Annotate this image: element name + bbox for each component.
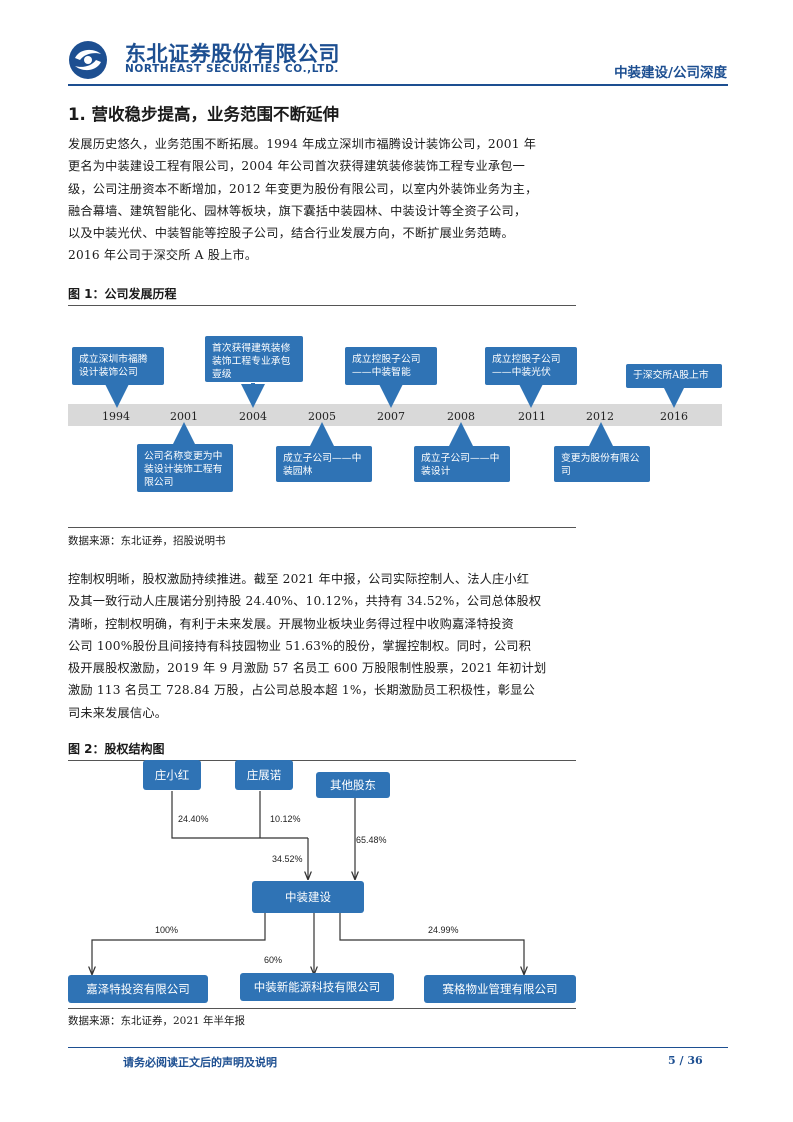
section-title: 1. 营收稳步提高，业务范围不断延伸	[68, 105, 339, 124]
subsidiary-jiazete: 嘉泽特投资有限公司	[68, 975, 208, 1003]
pct-new-energy: 60%	[264, 955, 283, 965]
figure2-source: 数据来源：东北证券，2021 年半年报	[68, 1015, 246, 1027]
paragraph-line: 发展历史悠久，业务范围不断拓展。1994 年成立深圳市福腾设计装饰公司，2001…	[68, 137, 537, 151]
pct-combined: 34.52%	[272, 854, 303, 864]
shareholder-zhuang-xiaohong: 庄小红	[143, 760, 201, 790]
timeline-event-2007: 成立控股子公司——中装智能	[345, 347, 437, 385]
footer-divider	[68, 1047, 728, 1048]
paragraph-line: 以及中装光伏、中装智能等控股子公司，结合行业发展方向，不断扩展业务范畴。	[68, 226, 514, 241]
timeline-event-2008: 成立子公司——中装设计	[414, 446, 510, 482]
timeline-year: 2011	[518, 410, 546, 423]
timeline-event-2005: 成立子公司——中装园林	[276, 446, 372, 482]
paragraph-line: 极开展股权激励，2019 年 9 月激励 57 名员工 600 万股限制性股票，…	[68, 661, 547, 676]
timeline-year: 2007	[377, 410, 405, 423]
pct-zhuang-xiaohong: 24.40%	[178, 814, 209, 824]
paragraph-line: 激励 113 名员工 728.84 万股，占公司总股本超 1%，长期激励员工积极…	[68, 683, 536, 698]
subsidiary-new-energy: 中装新能源科技有限公司	[240, 973, 394, 1001]
company-zhongzhuang: 中装建设	[252, 881, 364, 913]
paragraph-line: 司未来发展信心。	[68, 705, 168, 720]
company-name-cn: 东北证券股份有限公司	[125, 42, 340, 66]
timeline-event-2004: 首次获得建筑装修装饰工程专业承包壹级	[205, 336, 303, 382]
timeline-year: 1994	[102, 410, 130, 423]
pct-saige: 24.99%	[428, 925, 459, 935]
pct-others: 65.48%	[356, 835, 387, 845]
figure1-source: 数据来源：东北证券，招股说明书	[68, 535, 226, 547]
paragraph-ownership: 控制权明晰，股权激励持续推进。截至 2021 年中报，公司实际控制人、法人庄小红…	[68, 568, 576, 724]
subsidiary-saige: 赛格物业管理有限公司	[424, 975, 576, 1003]
page-number: 5 / 36	[668, 1054, 703, 1067]
pct-zhuang-zhannuo: 10.12%	[270, 814, 301, 824]
figure2-title: 图 2：股权结构图	[68, 742, 165, 756]
figure2-top-rule	[68, 760, 576, 761]
company-logo	[69, 41, 107, 79]
figure1-top-rule	[68, 305, 576, 306]
timeline-event-2012: 变更为股份有限公司	[554, 446, 650, 482]
paragraph-line: 清晰，控制权明确，有利于未来发展。开展物业板块业务得过程中收购嘉泽特投资	[68, 616, 514, 631]
figure2-bottom-rule	[68, 1008, 576, 1009]
figure1-bottom-rule	[68, 527, 576, 528]
timeline-year: 2001	[170, 410, 198, 423]
timeline-year: 2016	[660, 410, 688, 423]
paragraph-line: 控制权明晰，股权激励持续推进。截至 2021 年中报，公司实际控制人、法人庄小红	[68, 572, 530, 586]
header-divider	[68, 84, 728, 86]
timeline-year: 2008	[447, 410, 475, 423]
footer-disclaimer: 请务必阅读正文后的声明及说明	[123, 1056, 277, 1069]
pct-jiazete: 100%	[155, 925, 179, 935]
paragraph-line: 级，公司注册资本不断增加，2012 年变更为股份有限公司，以室内外装饰业务为主，	[68, 181, 538, 196]
paragraph-line: 公司 100%股份且间接持有科技园物业 51.63%的股份，掌握控制权。同时，公…	[68, 638, 532, 653]
timeline-year: 2005	[308, 410, 336, 423]
timeline-event-2011: 成立控股子公司——中装光伏	[485, 347, 577, 385]
paragraph-line: 更名为中装建设工程有限公司，2004 年公司首次获得建筑装修装饰工程专业承包一	[68, 159, 526, 174]
paragraph-history: 发展历史悠久，业务范围不断拓展。1994 年成立深圳市福腾设计装饰公司，2001…	[68, 133, 576, 267]
timeline-year: 2004	[239, 410, 267, 423]
report-tag: 中装建设/公司深度	[614, 65, 727, 81]
paragraph-line: 融合幕墙、建筑智能化、园林等板块，旗下囊括中装园林、中装设计等全资子公司，	[68, 203, 527, 218]
paragraph-line: 及其一致行动人庄展诺分别持股 24.40%、10.12%，共持有 34.52%，…	[68, 594, 542, 609]
company-name-en: NORTHEAST SECURITIES CO.,LTD.	[125, 63, 339, 75]
timeline-bar	[68, 404, 722, 426]
shareholder-others: 其他股东	[316, 772, 390, 798]
timeline-year: 2012	[586, 410, 614, 423]
timeline-event-1994: 成立深圳市福腾设计装饰公司	[72, 347, 164, 385]
shareholder-zhuang-zhannuo: 庄展诺	[235, 760, 293, 790]
paragraph-line: 2016 年公司于深交所 A 股上市。	[68, 248, 258, 263]
timeline-event-2001: 公司名称变更为中装设计装饰工程有限公司	[137, 444, 233, 492]
figure1-title: 图 1：公司发展历程	[68, 287, 177, 301]
